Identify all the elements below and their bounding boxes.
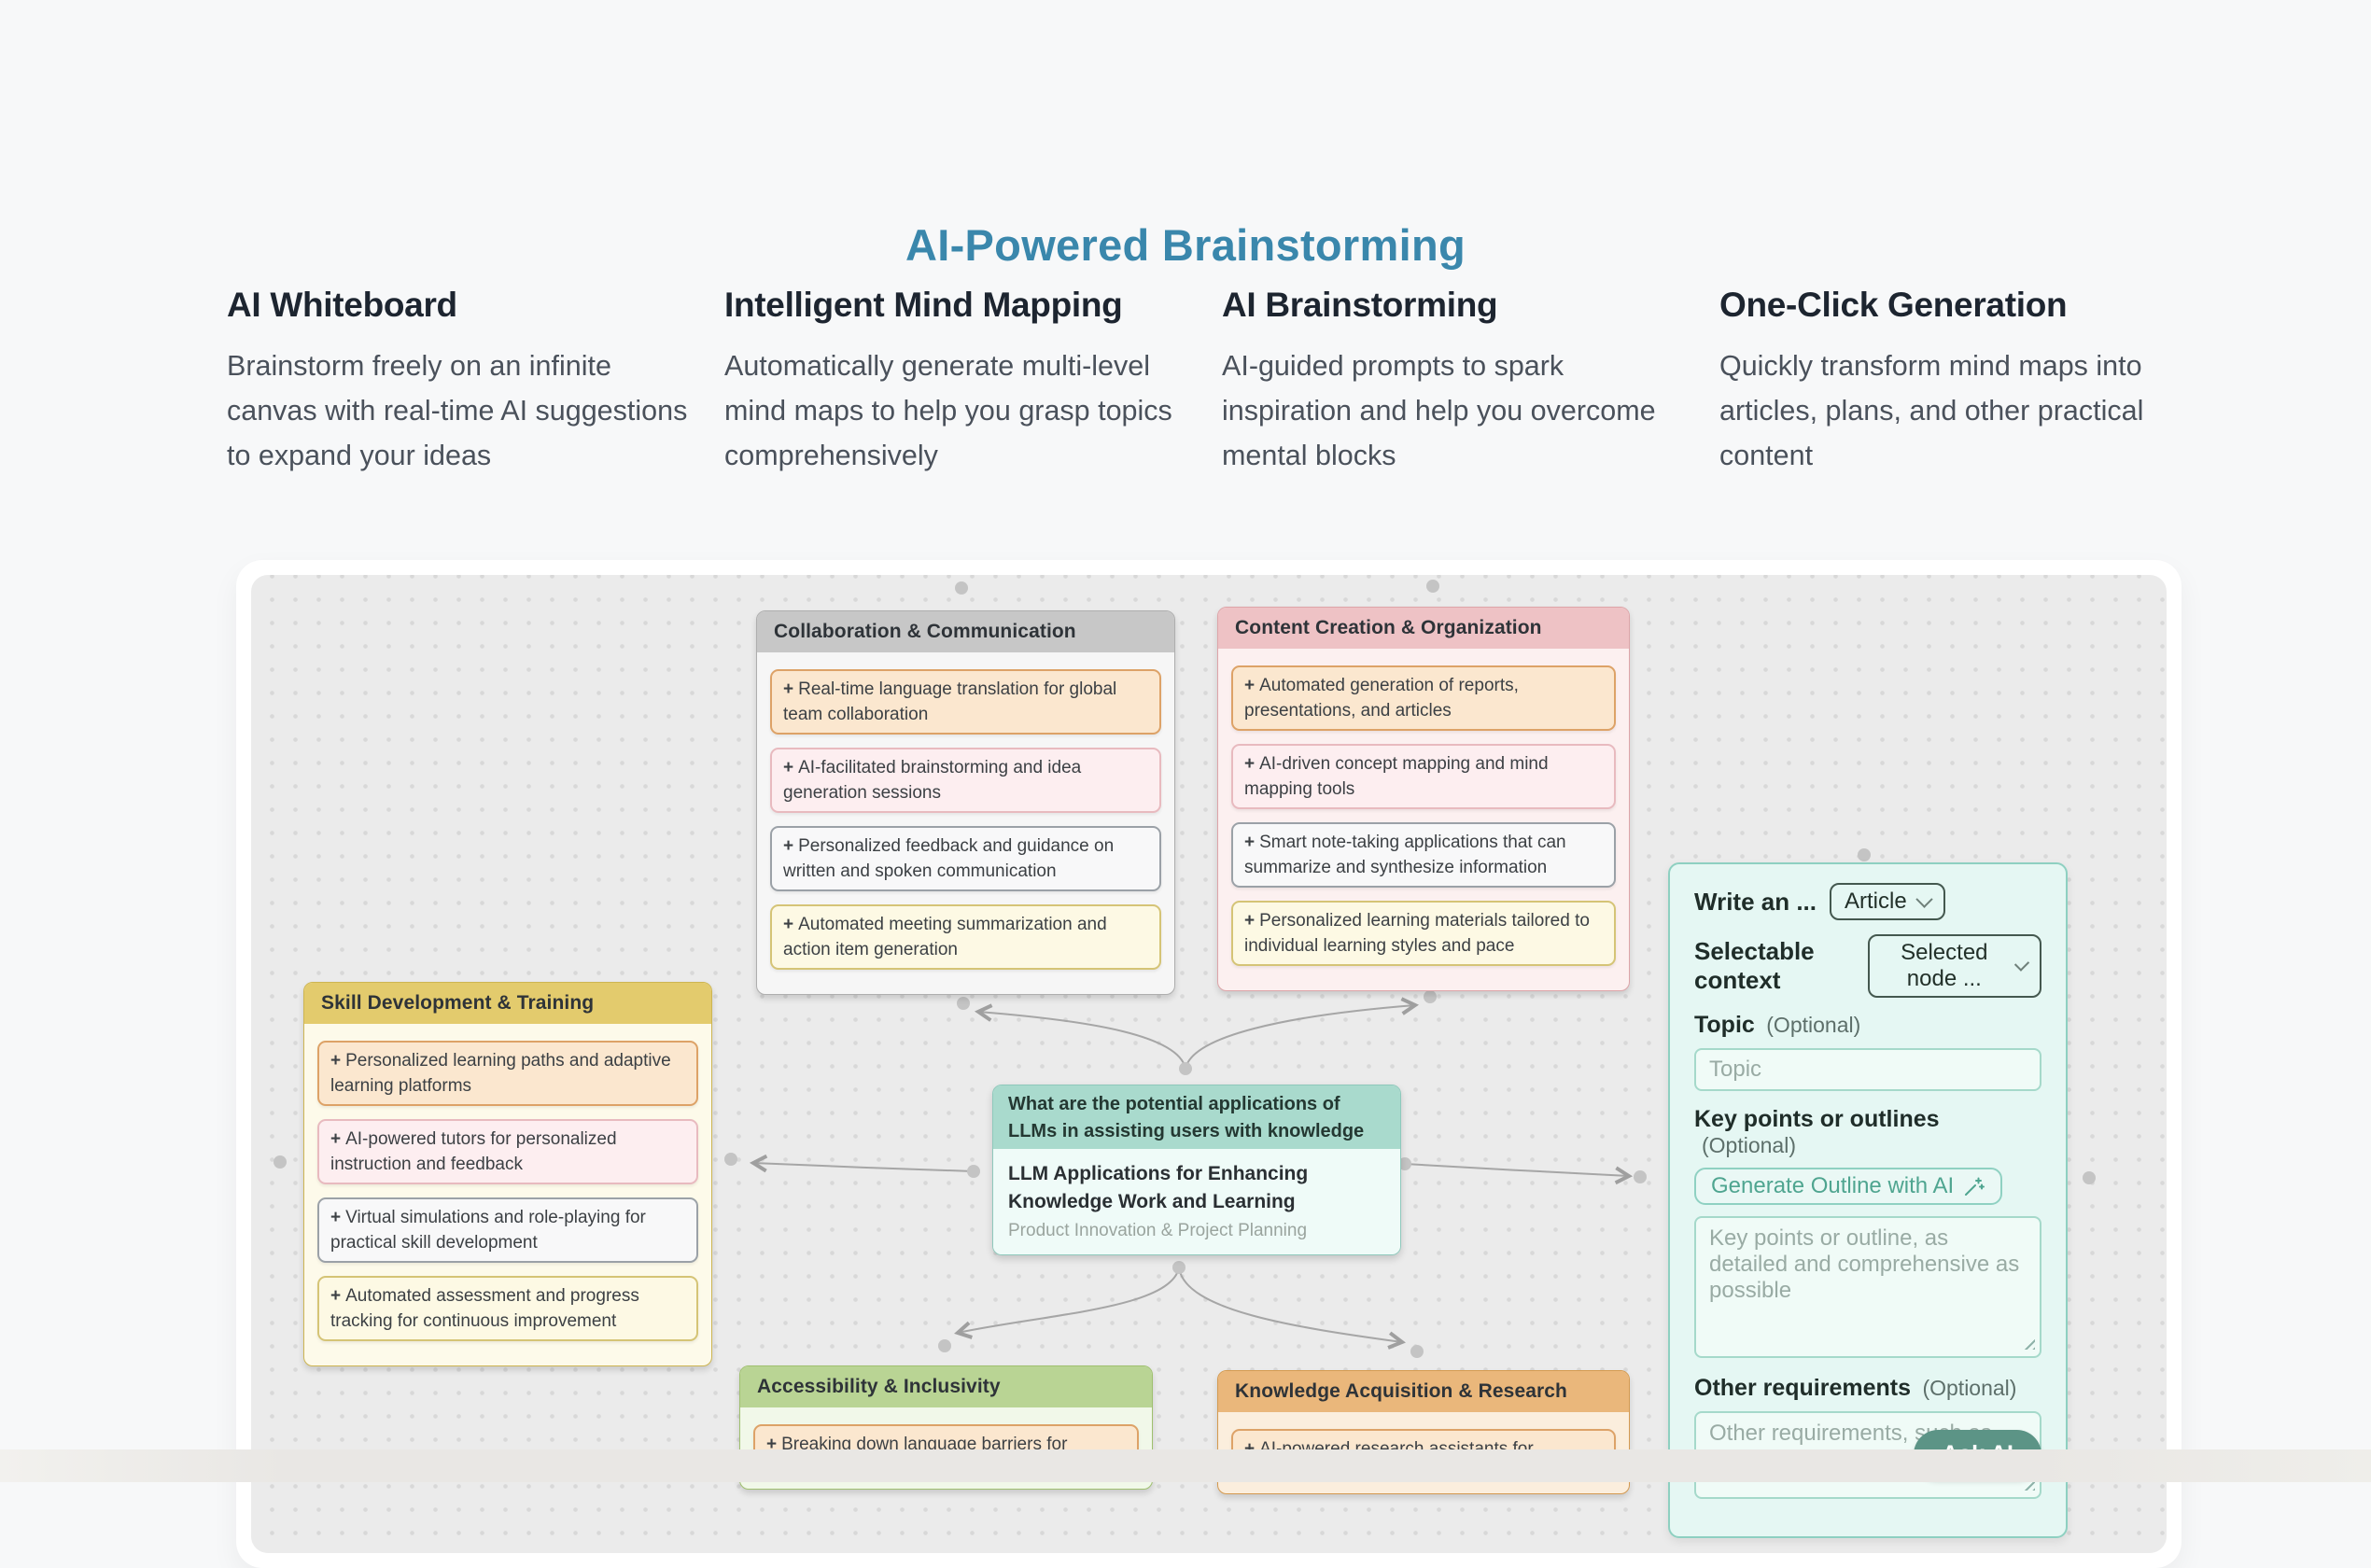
feature-description: AI-guided prompts to spark inspiration a… <box>1222 350 1656 471</box>
plus-icon: + <box>783 836 794 856</box>
plus-icon: + <box>1244 754 1256 774</box>
feature-description: Automatically generate multi-level mind … <box>724 350 1172 471</box>
feature-intelligent-mind-mapping: Intelligent Mind Mapping Automatically g… <box>724 286 1191 478</box>
mindmap-canvas[interactable]: Collaboration & Communication +Real-time… <box>251 575 2167 1553</box>
plus-icon: + <box>783 758 794 777</box>
feature-description: Quickly transform mind maps into article… <box>1719 350 2144 471</box>
item-label: Automated generation of reports, present… <box>1244 676 1519 721</box>
mindmap-item[interactable]: +Automated meeting summarization and act… <box>770 904 1161 970</box>
item-label: Automated assessment and progress tracki… <box>330 1286 639 1331</box>
center-node-subtitle: Product Innovation & Project Planning <box>1008 1221 1308 1240</box>
feature-ai-whiteboard: AI Whiteboard Brainstorm freely on an in… <box>227 286 694 478</box>
plus-icon: + <box>783 915 794 934</box>
context-label: Selectable context <box>1694 937 1815 994</box>
node-body: +Personalized learning paths and adaptiv… <box>304 1024 711 1365</box>
center-node-body[interactable]: LLM Applications for Enhancing Knowledge… <box>993 1149 1400 1254</box>
generate-outline-button[interactable]: Generate Outline with AI <box>1694 1168 2003 1205</box>
mindmap-item[interactable]: +Personalized feedback and guidance on w… <box>770 826 1161 891</box>
feature-columns: AI Whiteboard Brainstorm freely on an in… <box>227 286 2186 478</box>
article-type-value: Article <box>1845 889 1907 914</box>
mindmap-item[interactable]: +Automated assessment and progress track… <box>317 1276 698 1341</box>
node-skill-development-training[interactable]: Skill Development & Training +Personaliz… <box>303 982 712 1366</box>
item-label: AI-facilitated brainstorming and idea ge… <box>783 758 1082 803</box>
feature-one-click-generation: One-Click Generation Quickly transform m… <box>1719 286 2186 478</box>
node-body: +Real-time language translation for glob… <box>757 652 1174 994</box>
node-header[interactable]: Knowledge Acquisition & Research <box>1218 1371 1629 1412</box>
node-header[interactable]: Skill Development & Training <box>304 983 711 1024</box>
context-select[interactable]: Selected node ... <box>1867 934 2041 998</box>
topic-label: Topic <box>1694 1012 1755 1038</box>
item-label: Breaking down language barriers for <box>781 1435 1068 1454</box>
plus-icon: + <box>330 1129 342 1149</box>
mindmap-item[interactable]: +Personalized learning paths and adaptiv… <box>317 1041 698 1106</box>
plus-icon: + <box>1244 676 1256 695</box>
feature-description: Brainstorm freely on an infinite canvas … <box>227 350 688 471</box>
center-node-title: LLM Applications for Enhancing Knowledge… <box>1008 1163 1309 1212</box>
optional-badge: (Optional) <box>1702 1133 1796 1157</box>
mindmap-item[interactable]: +Automated generation of reports, presen… <box>1231 665 1616 731</box>
plus-icon: + <box>330 1208 342 1227</box>
feature-title: Intelligent Mind Mapping <box>724 286 1123 324</box>
mindmap-item[interactable]: +Personalized learning materials tailore… <box>1231 901 1616 966</box>
feature-title: AI Brainstorming <box>1222 286 1498 324</box>
feature-ai-brainstorming: AI Brainstorming AI-guided prompts to sp… <box>1222 286 1689 478</box>
chevron-down-icon <box>1915 889 1933 908</box>
item-label: Smart note-taking applications that can … <box>1244 833 1566 877</box>
mindmap-item[interactable]: +AI-driven concept mapping and mind mapp… <box>1231 744 1616 809</box>
write-an-label: Write an ... <box>1694 887 1817 916</box>
item-label: Virtual simulations and role-playing for… <box>330 1208 646 1253</box>
plus-icon: + <box>783 679 794 699</box>
page-title: AI-Powered Brainstorming <box>905 220 1466 271</box>
item-label: AI-driven concept mapping and mind mappi… <box>1244 754 1549 799</box>
plus-icon: + <box>1244 1439 1255 1459</box>
topic-input[interactable] <box>1694 1048 2041 1091</box>
mindmap-item[interactable]: +AI-powered tutors for personalized inst… <box>317 1119 698 1184</box>
item-label: Real-time language translation for globa… <box>783 679 1117 724</box>
feature-title: One-Click Generation <box>1719 286 2068 324</box>
feature-title: AI Whiteboard <box>227 286 457 324</box>
article-type-select[interactable]: Article <box>1830 883 1945 920</box>
whiteboard-card: Collaboration & Communication +Real-time… <box>236 560 2182 1568</box>
node-header[interactable]: Content Creation & Organization <box>1218 608 1629 649</box>
node-body: +Automated generation of reports, presen… <box>1218 649 1629 990</box>
context-value: Selected node ... <box>1901 940 1988 991</box>
optional-badge: (Optional) <box>1922 1376 2017 1400</box>
magic-wand-icon <box>1965 1177 1985 1196</box>
item-label: AI-powered tutors for personalized instr… <box>330 1129 617 1174</box>
ai-writer-panel: Write an ... Article Selectable context … <box>1668 862 2068 1538</box>
mindmap-item[interactable]: +AI-facilitated brainstorming and idea g… <box>770 748 1161 813</box>
node-content-creation-organization[interactable]: Content Creation & Organization +Automat… <box>1217 607 1630 991</box>
node-header[interactable]: Accessibility & Inclusivity <box>740 1366 1152 1407</box>
item-label: Personalized learning materials tailored… <box>1244 911 1590 956</box>
node-center-root[interactable]: What are the potential applications of L… <box>992 1085 1401 1255</box>
item-label: Personalized learning paths and adaptive… <box>330 1051 671 1096</box>
mindmap-item[interactable]: +Smart note-taking applications that can… <box>1231 822 1616 888</box>
center-node-question[interactable]: What are the potential applications of L… <box>993 1085 1400 1149</box>
next-section-edge <box>0 1449 2371 1482</box>
keypoints-label: Key points or outlines <box>1694 1106 1940 1132</box>
mindmap-item[interactable]: +Real-time language translation for glob… <box>770 669 1161 735</box>
other-requirements-label: Other requirements <box>1694 1375 1912 1401</box>
plus-icon: + <box>330 1286 342 1306</box>
plus-icon: + <box>1244 833 1256 852</box>
node-header[interactable]: Collaboration & Communication <box>757 611 1174 652</box>
optional-badge: (Optional) <box>1766 1013 1861 1037</box>
plus-icon: + <box>330 1051 342 1071</box>
item-label: Personalized feedback and guidance on wr… <box>783 836 1115 881</box>
keypoints-textarea[interactable] <box>1694 1216 2041 1358</box>
mindmap-item[interactable]: +Virtual simulations and role-playing fo… <box>317 1197 698 1263</box>
generate-outline-label: Generate Outline with AI <box>1711 1173 1955 1198</box>
plus-icon: + <box>1244 911 1256 931</box>
chevron-down-icon <box>2013 956 2030 972</box>
plus-icon: + <box>766 1435 778 1454</box>
node-collaboration-communication[interactable]: Collaboration & Communication +Real-time… <box>756 610 1175 995</box>
item-label: Automated meeting summarization and acti… <box>783 915 1107 959</box>
